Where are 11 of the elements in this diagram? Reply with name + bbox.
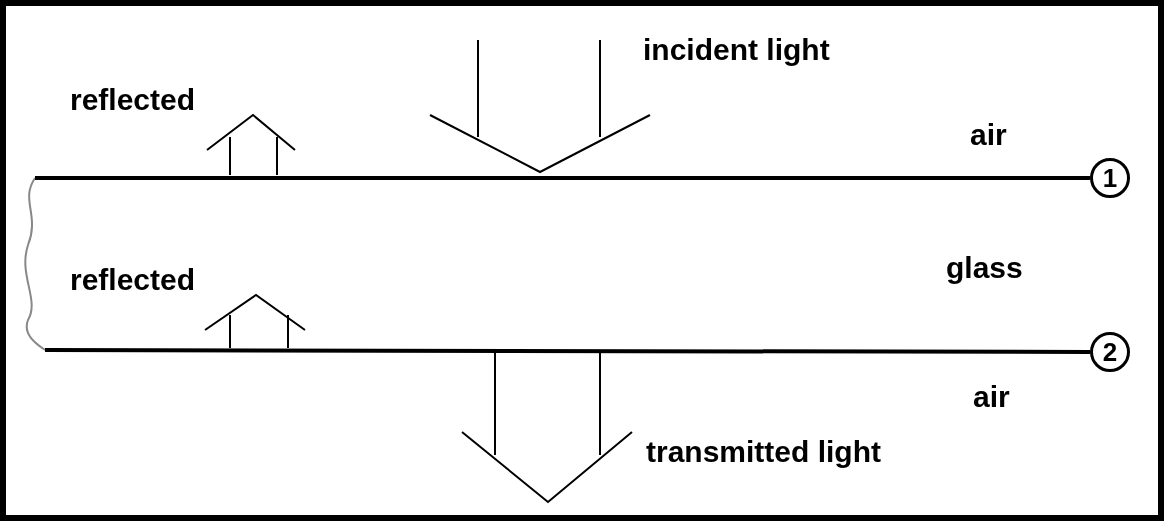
text-label: reflected (70, 262, 196, 298)
text-label: incident light (643, 32, 830, 68)
text-label: transmitted light (646, 434, 881, 470)
circled-number: 1 (1090, 158, 1130, 198)
text-label: glass (946, 250, 1023, 286)
circled-number: 2 (1090, 332, 1130, 372)
surface-line (45, 348, 1090, 354)
text-label: air (973, 379, 1010, 415)
text-label: air (970, 117, 1007, 153)
surface-line (35, 176, 1090, 180)
text-label: reflected (70, 82, 196, 118)
